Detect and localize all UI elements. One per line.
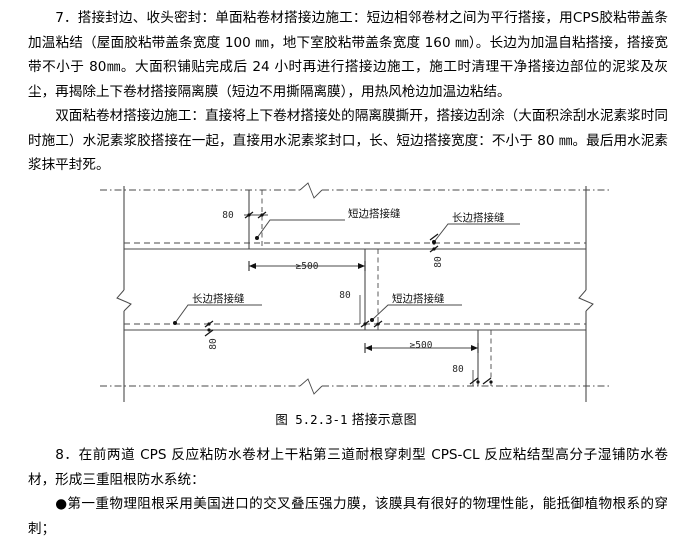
label-short-seam-upper: 短边搭接缝 bbox=[348, 207, 401, 220]
label-short-seam-lower: 短边搭接缝 bbox=[392, 292, 445, 305]
leader-dot-long-lower-left bbox=[173, 321, 177, 325]
paragraph-bullet-block: ●第一重物理阻根采用美国进口的交叉叠压强力膜，该膜具有很好的物理性能，能抵御植物… bbox=[28, 492, 668, 541]
short-seam-upper-leader bbox=[256, 219, 345, 239]
label-long-seam-upper-right: 长边搭接缝 bbox=[452, 211, 505, 224]
arrow-500-lower-right bbox=[471, 345, 478, 351]
tick-80-upper-right-a bbox=[429, 233, 439, 241]
long-seam-upper-right-leader bbox=[433, 223, 520, 243]
paragraph-double-block: 双面粘卷材搭接边施工：直接将上下卷材搭接处的隔离膜撕开，搭接边刮涂（大面积涂刮水… bbox=[28, 104, 668, 178]
tick-80-bottom-a bbox=[469, 377, 479, 385]
dim-label-500-upper: ≥500 bbox=[296, 261, 319, 272]
overlap-diagram-svg: 80 ≥500 80 ≥500 80 80 80 短边搭接缝 长边搭接缝 长边搭… bbox=[100, 182, 612, 402]
dim-label-80-upper-left: 80 bbox=[222, 210, 234, 221]
right-edge-break-symbol bbox=[578, 289, 594, 312]
overlap-diagram-figure: 80 ≥500 80 ≥500 80 80 80 短边搭接缝 长边搭接缝 长边搭… bbox=[0, 178, 692, 410]
left-edge-break-symbol bbox=[116, 289, 132, 312]
arrow-500-upper-left bbox=[249, 263, 256, 269]
arrow-500-lower-left bbox=[365, 345, 372, 351]
paragraph-8-text: 8．在前两道 CPS 反应粘防水卷材上干粘第三道耐根穿刺型 CPS-CL 反应粘… bbox=[28, 447, 668, 488]
figure-caption-number: 图 5.2.3-1 bbox=[275, 412, 348, 427]
figure-caption: 图 5.2.3-1 搭接示意图 bbox=[0, 410, 692, 431]
leader-dot-long-upper-right bbox=[432, 240, 436, 244]
arrow-500-upper-right bbox=[358, 263, 365, 269]
paragraph-bullet-1: ●第一重物理阻根采用美国进口的交叉叠压强力膜，该膜具有很好的物理性能，能抵御植物… bbox=[28, 492, 668, 541]
bottom-line-break-symbol bbox=[299, 378, 323, 395]
paragraph-8: 8．在前两道 CPS 反应粘防水卷材上干粘第三道耐根穿刺型 CPS-CL 反应粘… bbox=[28, 443, 668, 492]
paragraph-7: 7．搭接封边、收头密封：单面粘卷材搭接边施工：短边相邻卷材之间为平行搭接，用CP… bbox=[28, 6, 668, 104]
top-line-break-symbol bbox=[299, 182, 323, 199]
dim-label-80-lower-left-vertical: 80 bbox=[208, 338, 219, 350]
paragraph-double-text: 双面粘卷材搭接边施工：直接将上下卷材搭接处的隔离膜撕开，搭接边刮涂（大面积涂刮水… bbox=[28, 108, 668, 174]
dim-label-80-mid-left: 80 bbox=[339, 290, 351, 301]
tick-80-bottom-b bbox=[482, 377, 492, 385]
paragraph-7-block: 7．搭接封边、收头密封：单面粘卷材搭接边施工：短边相邻卷材之间为平行搭接，用CP… bbox=[28, 6, 668, 104]
label-long-seam-lower-left: 长边搭接缝 bbox=[192, 292, 245, 305]
paragraph-7-text: 7．搭接封边、收头密封：单面粘卷材搭接边施工：短边相邻卷材之间为平行搭接，用CP… bbox=[28, 10, 668, 100]
leader-dot-short-lower bbox=[370, 318, 374, 322]
paragraph-bullet-1-text: ●第一重物理阻根采用美国进口的交叉叠压强力膜，该膜具有很好的物理性能，能抵御植物… bbox=[28, 496, 668, 537]
dim-label-500-lower: ≥500 bbox=[410, 340, 433, 351]
figure-caption-title: 搭接示意图 bbox=[351, 413, 417, 428]
dim-label-80-bottom: 80 bbox=[452, 364, 464, 375]
leader-dot-short-upper bbox=[255, 236, 259, 240]
short-seam-lower-leader bbox=[371, 304, 462, 321]
paragraph-double: 双面粘卷材搭接边施工：直接将上下卷材搭接处的隔离膜撕开，搭接边刮涂（大面积涂刮水… bbox=[28, 104, 668, 178]
tick-80-lower-left-b bbox=[204, 329, 214, 337]
paragraph-8-block: 8．在前两道 CPS 反应粘防水卷材上干粘第三道耐根穿刺型 CPS-CL 反应粘… bbox=[28, 443, 668, 492]
dim-label-80-upper-right-vertical: 80 bbox=[433, 256, 444, 268]
long-seam-lower-left-leader bbox=[174, 304, 262, 324]
dimension-tick-marks bbox=[173, 211, 493, 385]
